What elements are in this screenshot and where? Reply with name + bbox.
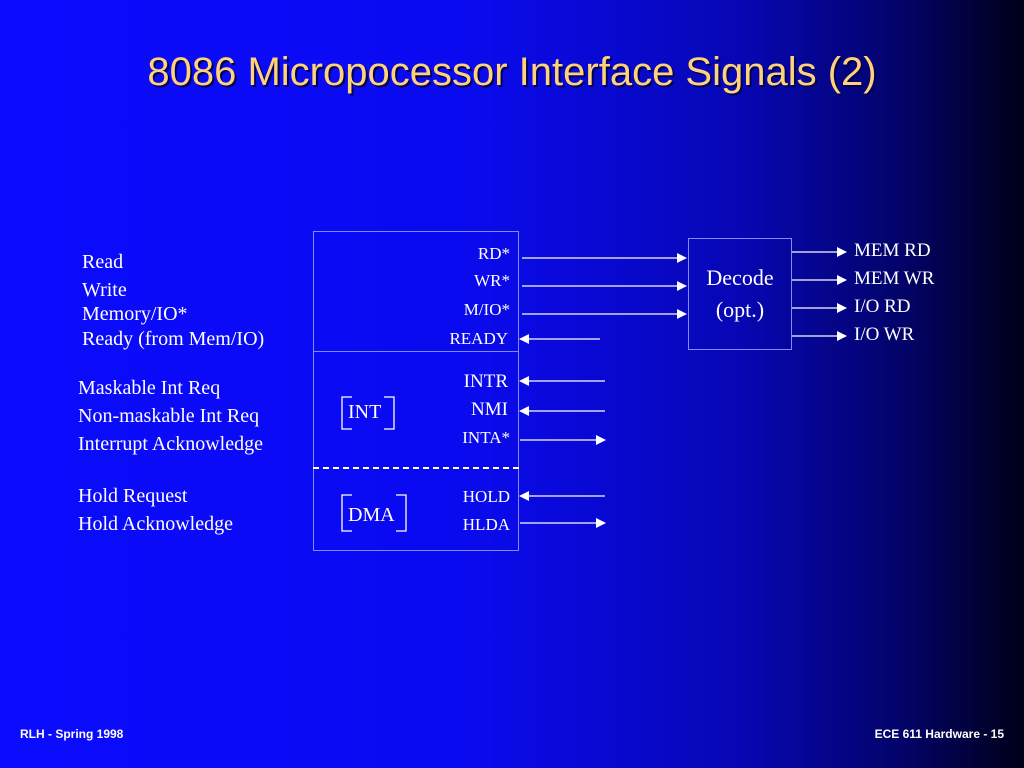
int-bracket-left [341,396,352,430]
signal-hlda: HLDA [462,515,510,534]
int-block-label: INT [348,401,382,423]
label-write: Write [82,279,127,301]
signal-rd: RD* [477,244,510,263]
int-bracket-right [384,396,395,430]
signal-hold: HOLD [462,487,510,506]
label-maskable-int: Maskable Int Req [78,377,221,399]
signal-wr: WR* [474,271,510,290]
signal-nmi: NMI [471,399,508,420]
dma-bracket-left [341,494,352,532]
decode-label-line2: (opt.) [715,297,765,322]
output-io-wr: I/O WR [854,324,915,345]
processor-box [313,231,519,551]
dma-bracket-right [396,494,407,532]
bus-interrupt-divider [313,351,519,352]
decode-label-line1: Decode [706,265,774,290]
dma-block-label: DMA [348,504,395,526]
slide-title: 8086 Micropocessor Interface Signals (2) [147,50,877,94]
footer-left: RLH - Spring 1998 [20,727,124,741]
decode-label: Decode (opt.) [688,262,792,326]
decode-box [688,238,792,350]
output-mem-rd: MEM RD [854,240,931,261]
label-hold-request: Hold Request [78,485,188,507]
label-interrupt-ack: Interrupt Acknowledge [78,433,263,455]
output-mem-wr: MEM WR [854,268,935,289]
label-read: Read [82,251,124,273]
output-io-rd: I/O RD [854,296,911,317]
interrupt-dma-divider [313,467,519,469]
label-memory-io: Memory/IO* [82,303,188,325]
signal-inta: INTA* [462,428,510,447]
signal-intr: INTR [463,371,508,392]
footer-right: ECE 611 Hardware - 15 [874,727,1004,741]
signal-ready: READY [449,329,508,348]
label-ready: Ready (from Mem/IO) [82,328,265,350]
signal-mio: M/IO* [463,300,510,319]
label-hold-ack: Hold Acknowledge [78,513,233,535]
label-nonmaskable-int: Non-maskable Int Req [78,405,260,427]
